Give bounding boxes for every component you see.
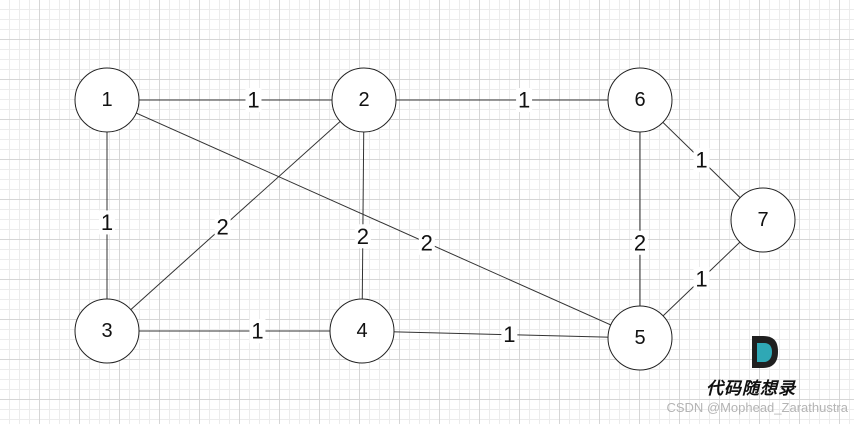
edge-weight-label: 1 bbox=[518, 88, 530, 113]
edge-weight-label: 1 bbox=[247, 88, 259, 113]
node-label: 6 bbox=[634, 89, 645, 111]
node-circle bbox=[331, 67, 397, 133]
edge-label-background bbox=[99, 210, 115, 235]
edge-layer bbox=[106, 99, 764, 339]
edge-label-background bbox=[249, 319, 266, 343]
edge-weight-label: 1 bbox=[251, 319, 263, 344]
node-circle bbox=[607, 305, 673, 371]
graph-node-4: 4 bbox=[329, 298, 395, 364]
brand-logo: 代码随想录 bbox=[706, 334, 822, 399]
graph-node-2: 2 bbox=[331, 67, 397, 133]
node-circle bbox=[329, 298, 395, 364]
edge-3-2 bbox=[106, 99, 365, 332]
graph-node-5: 5 bbox=[607, 305, 673, 371]
edge-weight-label: 1 bbox=[695, 267, 707, 292]
node-circle bbox=[607, 67, 673, 133]
edge-label-background bbox=[418, 230, 435, 255]
edge-weight-label: 1 bbox=[503, 322, 515, 347]
logo-d-icon bbox=[752, 336, 778, 368]
edge-label-background bbox=[632, 230, 648, 255]
edge-weight-label: 1 bbox=[695, 148, 707, 173]
edge-label-background bbox=[354, 224, 371, 249]
edge-4-5 bbox=[361, 330, 641, 339]
edge-label-background bbox=[693, 267, 710, 291]
graph-node-7: 7 bbox=[730, 187, 796, 253]
edge-label-background bbox=[501, 322, 518, 347]
watermark-text: CSDN @Mophead_Zarathustra bbox=[666, 400, 848, 415]
graph-node-3: 3 bbox=[74, 298, 140, 364]
node-layer: 1 2 3 4 5 6 7 bbox=[74, 67, 796, 371]
node-label: 7 bbox=[757, 209, 768, 231]
edge-label-background bbox=[693, 148, 710, 172]
node-circle bbox=[730, 187, 796, 253]
edge-2-4 bbox=[361, 99, 365, 332]
node-label: 1 bbox=[101, 89, 112, 111]
edge-label-layer: 1 1 1 1 2 2 2 2 1 1 1 bbox=[99, 88, 710, 347]
edge-1-5 bbox=[106, 99, 641, 339]
node-label: 2 bbox=[358, 89, 369, 111]
node-circle bbox=[74, 298, 140, 364]
edge-label-background bbox=[245, 88, 262, 112]
node-circle bbox=[74, 67, 140, 133]
edge-weight-label: 2 bbox=[421, 230, 433, 255]
edge-weight-label: 2 bbox=[357, 224, 369, 249]
node-label: 5 bbox=[634, 327, 645, 349]
node-label: 4 bbox=[356, 320, 367, 342]
graph-node-1: 1 bbox=[74, 67, 140, 133]
edge-weight-label: 1 bbox=[101, 210, 113, 235]
graph-node-6: 6 bbox=[607, 67, 673, 133]
edge-label-background bbox=[516, 88, 533, 112]
edge-label-background bbox=[214, 215, 231, 240]
node-label: 3 bbox=[101, 320, 112, 342]
edge-weight-label: 2 bbox=[217, 215, 229, 240]
edge-weight-label: 2 bbox=[634, 230, 646, 255]
logo-text: 代码随想录 bbox=[706, 379, 796, 399]
